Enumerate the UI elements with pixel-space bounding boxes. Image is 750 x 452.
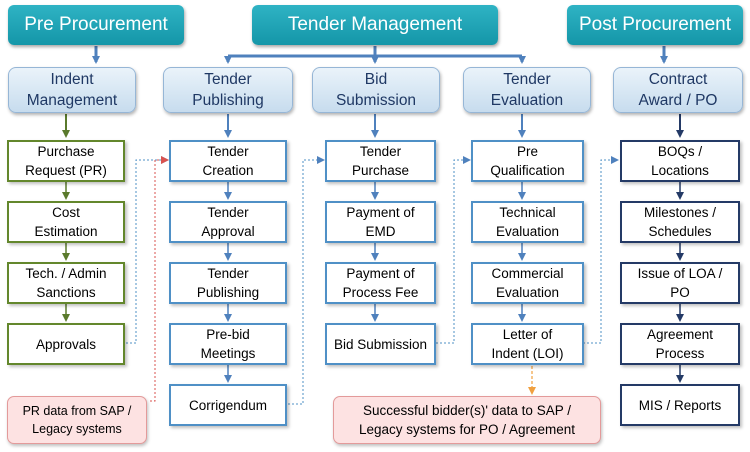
step-purchase-request: Purchase Request (PR) <box>7 140 125 182</box>
step-cost-estimation: Cost Estimation <box>7 201 125 243</box>
phase-post-procurement-label: Post Procurement <box>578 14 732 35</box>
step-payment-emd: Payment of EMD <box>325 201 436 243</box>
phase-pre-procurement: Pre Procurement <box>8 5 184 45</box>
step-label: Cost Estimation <box>34 205 98 239</box>
phase-pre-procurement-label: Pre Procurement <box>24 14 168 35</box>
header-tender-evaluation: Tender Evaluation <box>463 67 591 113</box>
header-indent-management-label: Indent Management <box>26 71 118 109</box>
step-label: Milestones / Schedules <box>643 205 717 239</box>
step-label: Technical Evaluation <box>495 205 560 239</box>
header-bid-submission: Bid Submission <box>312 67 440 113</box>
step-letter-of-indent: Letter of Indent (LOI) <box>471 323 584 365</box>
header-contract-award-label: Contract Award / PO <box>638 71 718 109</box>
step-tech-admin-sanctions: Tech. / Admin Sanctions <box>7 262 125 304</box>
link-corrigendum-to-tender-purchase <box>288 156 325 405</box>
header-tender-evaluation-label: Tender Evaluation <box>490 71 564 109</box>
step-label: Issue of LOA / PO <box>637 266 723 300</box>
note-successful-bidder-label: Successful bidder(s)' data to SAP / Lega… <box>358 403 576 437</box>
step-tender-purchase: Tender Purchase <box>325 140 436 182</box>
phase-tender-management-label: Tender Management <box>287 14 463 35</box>
header-indent-management: Indent Management <box>8 67 136 113</box>
step-label: Tender Publishing <box>196 266 260 300</box>
step-commercial-evaluation: Commercial Evaluation <box>471 262 584 304</box>
link-pr-data-to-tender-creation <box>150 156 169 402</box>
step-pre-qualification: Pre Qualification <box>471 140 584 182</box>
step-tender-publishing: Tender Publishing <box>169 262 287 304</box>
step-approvals: Approvals <box>7 323 125 365</box>
step-label: Purchase Request (PR) <box>25 144 107 178</box>
step-label: Payment of Process Fee <box>342 266 419 300</box>
header-tender-publishing-label: Tender Publishing <box>192 71 264 109</box>
step-label: Payment of EMD <box>346 205 415 239</box>
phase-tender-management: Tender Management <box>252 5 498 45</box>
step-label: Tender Purchase <box>351 144 410 178</box>
step-label: Corrigendum <box>188 397 268 413</box>
note-successful-bidder: Successful bidder(s)' data to SAP / Lega… <box>333 396 601 444</box>
step-label: Tender Approval <box>201 205 255 239</box>
step-label: Bid Submission <box>333 336 428 352</box>
step-label: BOQs / Locations <box>651 144 709 178</box>
step-label: Letter of Indent (LOI) <box>491 327 564 361</box>
link-approvals-to-tender-creation <box>126 156 169 344</box>
step-label: Commercial Evaluation <box>491 266 564 300</box>
step-payment-process-fee: Payment of Process Fee <box>325 262 436 304</box>
link-bid-submission-to-pre-qualification <box>436 156 471 344</box>
link-loi-to-boqs <box>583 156 619 344</box>
step-label: Tender Creation <box>202 144 254 178</box>
step-issue-loa-po: Issue of LOA / PO <box>620 262 740 304</box>
step-tender-creation: Tender Creation <box>169 140 287 182</box>
step-pre-bid-meetings: Pre-bid Meetings <box>169 323 287 365</box>
header-bid-submission-label: Bid Submission <box>335 71 417 109</box>
header-tender-publishing: Tender Publishing <box>163 67 293 113</box>
step-bid-submission: Bid Submission <box>325 323 436 365</box>
step-boqs-locations: BOQs / Locations <box>620 140 740 182</box>
step-label: Agreement Process <box>646 327 714 361</box>
note-pr-data: PR data from SAP / Legacy systems <box>7 396 147 444</box>
step-corrigendum: Corrigendum <box>169 384 287 426</box>
step-label: MIS / Reports <box>638 397 722 413</box>
phase-post-procurement: Post Procurement <box>567 5 743 45</box>
step-label: Pre-bid Meetings <box>200 327 256 361</box>
step-milestones-schedules: Milestones / Schedules <box>620 201 740 243</box>
step-label: Pre Qualification <box>490 144 565 178</box>
step-agreement-process: Agreement Process <box>620 323 740 365</box>
header-contract-award: Contract Award / PO <box>613 67 743 113</box>
step-technical-evaluation: Technical Evaluation <box>471 201 584 243</box>
step-label: Tech. / Admin Sanctions <box>25 266 107 300</box>
note-pr-data-label: PR data from SAP / Legacy systems <box>22 404 132 436</box>
step-label: Approvals <box>35 336 97 352</box>
step-tender-approval: Tender Approval <box>169 201 287 243</box>
step-mis-reports: MIS / Reports <box>620 384 740 426</box>
